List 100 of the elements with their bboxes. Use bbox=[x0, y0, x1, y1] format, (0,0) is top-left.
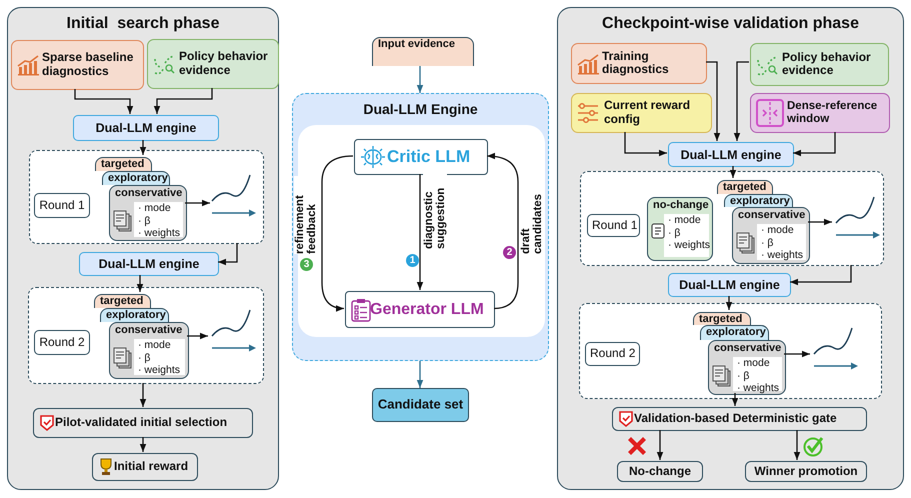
arrow bbox=[793, 132, 836, 156]
edge-label: diagnostic suggestion bbox=[423, 171, 447, 249]
option-card bbox=[732, 207, 810, 264]
round-frame bbox=[580, 171, 884, 266]
input-box bbox=[750, 93, 890, 133]
option-card bbox=[109, 185, 187, 241]
result-box bbox=[92, 453, 198, 481]
card-title: targeted bbox=[101, 158, 144, 171]
option-card bbox=[724, 194, 793, 207]
engine-box bbox=[668, 273, 791, 297]
list-item: · mode bbox=[668, 214, 702, 226]
list-item: · β bbox=[761, 236, 774, 249]
card-title: no-change bbox=[653, 199, 709, 212]
card-title: conservative bbox=[714, 342, 782, 355]
option-card bbox=[100, 308, 169, 322]
list-item: · mode bbox=[138, 339, 172, 352]
engine-panel bbox=[292, 93, 549, 361]
list-item: · β bbox=[138, 214, 152, 227]
card-title: conservative bbox=[115, 324, 182, 337]
node-label: Validation-based Deterministic gate bbox=[634, 412, 838, 426]
node-label: Dual-LLM engine bbox=[94, 120, 198, 136]
card-title: targeted bbox=[723, 181, 766, 194]
round-box bbox=[34, 330, 90, 355]
list-item: · β bbox=[668, 226, 682, 239]
result-box bbox=[33, 408, 253, 438]
list-item: · weights bbox=[138, 364, 182, 376]
node-label: Policy behavior evidence bbox=[782, 50, 872, 78]
option-card bbox=[102, 171, 170, 185]
arrow bbox=[74, 89, 134, 114]
arrow bbox=[706, 61, 720, 141]
node-label: Dual-LLM engine bbox=[678, 278, 781, 292]
arrow bbox=[136, 275, 144, 292]
card-title: targeted bbox=[699, 313, 742, 326]
list-item: · mode bbox=[737, 357, 771, 370]
arrow bbox=[416, 174, 424, 290]
option-card bbox=[372, 37, 474, 66]
option-card bbox=[693, 312, 751, 325]
node-label: Winner promotion bbox=[753, 464, 859, 478]
option-card bbox=[647, 197, 713, 261]
llm-box bbox=[354, 139, 488, 175]
input-box bbox=[571, 93, 712, 133]
panel-title: Initial search phase bbox=[66, 15, 220, 34]
list-item: · mode bbox=[138, 202, 172, 214]
arrow bbox=[784, 350, 810, 358]
option-card bbox=[109, 322, 189, 379]
round-frame bbox=[579, 303, 882, 399]
arrow bbox=[656, 430, 664, 460]
arrow bbox=[794, 430, 800, 460]
list-item: · β bbox=[138, 352, 152, 364]
card-title: exploratory bbox=[730, 195, 790, 208]
card-title: exploratory bbox=[106, 309, 166, 322]
card-title: targeted bbox=[100, 295, 144, 308]
arrow bbox=[808, 218, 832, 226]
output-box bbox=[372, 388, 469, 422]
engine-box bbox=[79, 252, 219, 276]
arrow bbox=[730, 166, 736, 178]
result-box bbox=[612, 407, 867, 431]
round-box bbox=[585, 342, 640, 366]
arrow bbox=[734, 61, 749, 141]
card-title: exploratory bbox=[108, 172, 168, 185]
phase-panel bbox=[557, 7, 904, 490]
panel-title: Dual-LLM Engine bbox=[362, 101, 479, 118]
option-card bbox=[717, 180, 773, 194]
panel-title: Checkpoint-wise validation phase bbox=[601, 15, 860, 34]
engine-box bbox=[73, 115, 219, 141]
arrow bbox=[187, 332, 208, 340]
input-box bbox=[11, 40, 144, 90]
node-label: Policy behavior evidence bbox=[179, 50, 269, 78]
arrow bbox=[624, 132, 667, 156]
arrow bbox=[486, 153, 519, 310]
node-label: Generator LLM bbox=[370, 300, 485, 319]
node-label: Dual-LLM engine bbox=[98, 256, 200, 272]
list-item: · mode bbox=[761, 224, 795, 236]
node-label: Current reward config bbox=[604, 99, 692, 127]
node-label: Training diagnostics bbox=[602, 50, 670, 78]
card-title: conservative bbox=[738, 209, 806, 222]
round-frame bbox=[29, 150, 264, 244]
arrow bbox=[140, 140, 146, 155]
engine-box bbox=[668, 142, 794, 167]
result-box bbox=[745, 461, 867, 482]
round-box bbox=[587, 214, 640, 237]
llm-box bbox=[345, 291, 495, 328]
node-label: Round 2 bbox=[39, 336, 85, 350]
arrow bbox=[726, 296, 732, 310]
arrow bbox=[732, 393, 738, 406]
arrow bbox=[140, 383, 146, 407]
edge-label: refinement feedback bbox=[294, 176, 318, 254]
phase-panel bbox=[7, 7, 279, 490]
arrow bbox=[790, 265, 852, 286]
node-label: Candidate set bbox=[377, 398, 464, 412]
option-card bbox=[95, 157, 152, 171]
node-label: No-change bbox=[628, 464, 692, 478]
node-label: Dense-reference window bbox=[787, 100, 878, 126]
arrow bbox=[416, 361, 424, 388]
option-card bbox=[94, 294, 151, 308]
arrow bbox=[416, 66, 424, 93]
option-card bbox=[700, 325, 769, 340]
arrow bbox=[218, 243, 238, 266]
card-title: Input evidence bbox=[378, 38, 456, 51]
arrow bbox=[140, 437, 146, 452]
